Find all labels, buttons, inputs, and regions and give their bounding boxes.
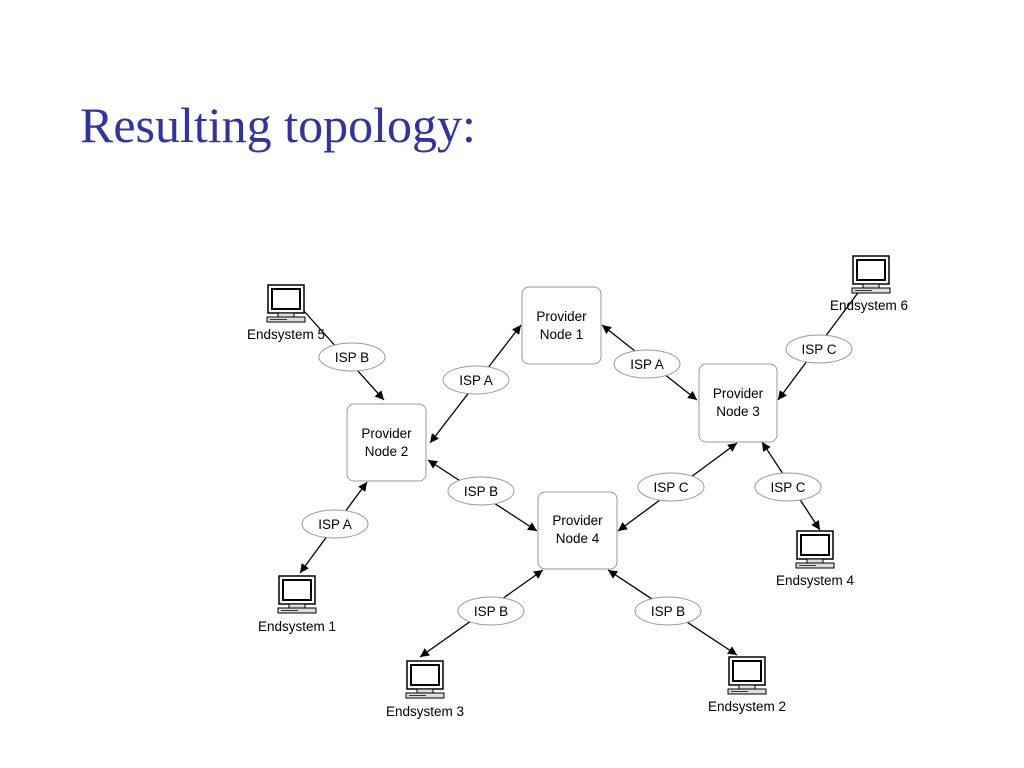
endsystem-3-label: Endsystem 3 bbox=[386, 704, 464, 719]
svg-text:ISP C: ISP C bbox=[770, 480, 805, 495]
provider-node-4-line1: Provider bbox=[552, 513, 603, 528]
isp-label-p2-p4: ISP B bbox=[447, 476, 515, 506]
computer-icon bbox=[851, 255, 891, 294]
endsystem-4: Endsystem 4 bbox=[776, 530, 855, 588]
provider-node-2: Provider Node 2 bbox=[346, 403, 427, 482]
provider-node-1: Provider Node 1 bbox=[521, 286, 602, 365]
endsystem-1: Endsystem 1 bbox=[258, 575, 336, 634]
isp-label-p4-p3: ISP C bbox=[637, 472, 705, 502]
isp-label-es5-p2: ISP B bbox=[318, 342, 386, 372]
provider-node-1-line1: Provider bbox=[536, 309, 587, 324]
computer-icon bbox=[795, 530, 835, 569]
computer-icon bbox=[266, 284, 306, 323]
endsystem-2: Endsystem 2 bbox=[708, 656, 786, 714]
svg-text:ISP A: ISP A bbox=[318, 517, 352, 532]
endsystem-6: Endsystem 6 bbox=[830, 255, 908, 313]
endsystem-4-label: Endsystem 4 bbox=[776, 573, 855, 588]
svg-text:ISP B: ISP B bbox=[474, 604, 508, 619]
svg-text:ISP A: ISP A bbox=[459, 373, 493, 388]
isp-label-p3-es4: ISP C bbox=[754, 472, 822, 502]
svg-text:ISP C: ISP C bbox=[653, 480, 688, 495]
svg-text:ISP B: ISP B bbox=[464, 484, 498, 499]
provider-node-4-line2: Node 4 bbox=[556, 531, 600, 546]
provider-node-2-line2: Node 2 bbox=[365, 444, 409, 459]
endsystem-3: Endsystem 3 bbox=[386, 660, 464, 719]
isp-label-es1-p2: ISP A bbox=[301, 509, 369, 539]
svg-text:ISP B: ISP B bbox=[651, 604, 685, 619]
svg-text:ISP B: ISP B bbox=[335, 350, 369, 365]
isp-label-es3-p4: ISP B bbox=[457, 596, 525, 626]
computer-icon bbox=[727, 656, 767, 695]
computer-icon bbox=[405, 660, 445, 699]
slide-title: Resulting topology: bbox=[80, 97, 476, 153]
endsystem-2-label: Endsystem 2 bbox=[708, 699, 786, 714]
isp-label-p1-p3: ISP A bbox=[613, 349, 681, 379]
isp-label-p2-p1: ISP A bbox=[442, 365, 510, 395]
endsystem-5: Endsystem 5 bbox=[247, 284, 325, 342]
endsystem-1-label: Endsystem 1 bbox=[258, 619, 336, 634]
svg-text:ISP A: ISP A bbox=[630, 357, 664, 372]
endsystem-5-label: Endsystem 5 bbox=[247, 327, 325, 342]
isp-label-p4-es2: ISP B bbox=[634, 596, 702, 626]
provider-node-3-line2: Node 3 bbox=[716, 404, 760, 419]
provider-node-2-line1: Provider bbox=[361, 426, 412, 441]
computer-icon bbox=[277, 575, 317, 614]
provider-node-4: Provider Node 4 bbox=[537, 491, 618, 570]
provider-node-1-line2: Node 1 bbox=[540, 327, 584, 342]
isp-label-es6-p3: ISP C bbox=[785, 334, 853, 364]
provider-node-3-line1: Provider bbox=[713, 386, 764, 401]
svg-text:ISP C: ISP C bbox=[801, 342, 836, 357]
provider-node-3: Provider Node 3 bbox=[698, 363, 778, 443]
endsystem-6-label: Endsystem 6 bbox=[830, 298, 908, 313]
